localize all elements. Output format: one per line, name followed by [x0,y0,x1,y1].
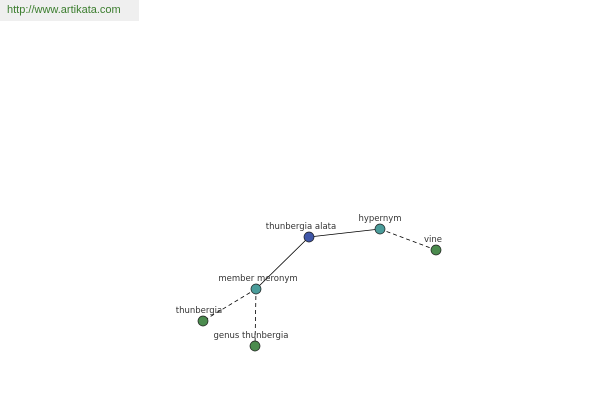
edge-hypernym-to-vine [379,228,437,251]
edge-thunbergia-alata-to-member-meronym [255,236,310,290]
node-label-thunbergia-alata: thunbergia alata [266,222,336,232]
node-thunbergia-alata[interactable] [303,231,315,243]
node-thunbergia[interactable] [197,315,209,327]
node-hypernym[interactable] [374,223,386,235]
edge-member-meronym-to-thunbergia [202,288,257,322]
node-member-meronym[interactable] [250,283,262,295]
edge-member-meronym-to-genus-thunbergia [254,288,257,347]
node-label-member-meronym: member meronym [218,274,297,284]
node-label-genus-thunbergia: genus thunbergia [214,331,289,341]
nodes-layer [197,223,442,352]
node-vine[interactable] [430,244,442,256]
node-label-hypernym: hypernym [358,214,401,224]
node-genus-thunbergia[interactable] [249,340,261,352]
source-url-link[interactable]: http://www.artikata.com [0,0,139,21]
labels-layer: thunbergia alata hypernym vine member meron… [176,214,442,341]
node-label-thunbergia: thunbergia [176,306,222,316]
edge-thunbergia-alata-to-hypernym [308,228,381,238]
node-label-vine: vine [424,235,442,245]
edges-layer [202,228,437,347]
